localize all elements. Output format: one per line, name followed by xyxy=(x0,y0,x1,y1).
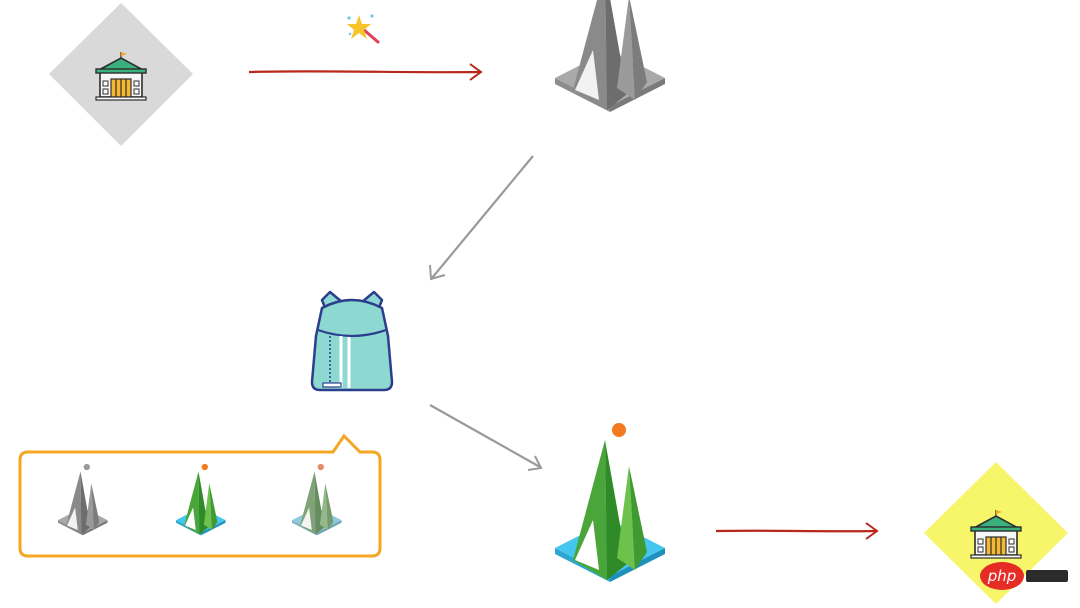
arrow-green-mountain-to-bank xyxy=(715,522,879,540)
gray-mountain-icon xyxy=(555,0,665,112)
gray-mountain-node xyxy=(555,0,665,112)
php-logo: php xyxy=(980,562,1024,590)
backpack-node xyxy=(310,290,394,392)
php-logo-bar xyxy=(1026,570,1068,582)
target-bank-node xyxy=(924,462,1068,604)
arrow-gray-mountain-to-backpack xyxy=(429,155,534,281)
callout-box xyxy=(18,433,382,558)
arrow-backpack-to-green-mountain xyxy=(429,404,543,471)
green-mountain-node xyxy=(555,423,665,582)
arrow-bank-to-gray-mountain xyxy=(248,63,483,81)
green-mountain-icon xyxy=(555,423,665,582)
backpack-icon xyxy=(310,290,394,392)
magic-wand-icon xyxy=(347,14,380,44)
php-watermark: php xyxy=(978,560,1080,596)
source-bank-node xyxy=(49,3,193,146)
